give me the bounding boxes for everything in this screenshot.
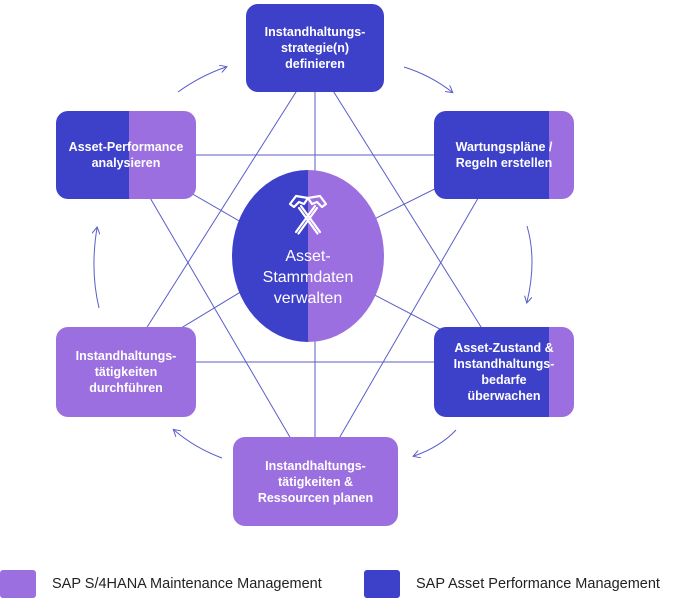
cycle-arrows	[94, 67, 533, 459]
legend-label-maintenance: SAP S/4HANA Maintenance Management	[52, 576, 322, 592]
maintenance-cycle-diagram: Instandhaltungs- strategie(n) definieren…	[56, 4, 574, 526]
legend-swatch-blue	[364, 570, 400, 598]
node-execution: Instandhaltungs- tätigkeiten durchführen	[56, 327, 196, 417]
crossed-hammers-icon	[288, 194, 328, 235]
node-performance-label: Asset-Performance analysieren	[68, 140, 184, 170]
node-strategy: Instandhaltungs- strategie(n) definieren	[246, 4, 384, 92]
node-strategy-label: Instandhaltungs- strategie(n) definieren	[264, 25, 366, 71]
node-planning: Instandhaltungs- tätigkeiten & Ressource…	[233, 437, 398, 526]
center-asset-master-data: Asset- Stammdaten verwalten	[232, 170, 384, 342]
center-label: Asset- Stammdaten verwalten	[262, 248, 354, 307]
legend-swatch-purple	[0, 570, 36, 598]
legend-item-asset-performance: SAP Asset Performance Management	[364, 570, 660, 598]
node-performance: Asset-Performance analysieren	[56, 111, 196, 199]
legend-item-maintenance: SAP S/4HANA Maintenance Management	[0, 570, 322, 598]
node-asset-condition-label: Asset-Zustand & Instandhaltungs- bedarfe…	[453, 341, 555, 403]
node-maintenance-plans-label: Wartungspläne / Regeln erstellen	[455, 140, 553, 170]
node-asset-condition: Asset-Zustand & Instandhaltungs- bedarfe…	[434, 327, 574, 417]
node-execution-label: Instandhaltungs- tätigkeiten durchführen	[75, 349, 177, 395]
node-maintenance-plans: Wartungspläne / Regeln erstellen	[434, 111, 574, 199]
legend-label-asset-performance: SAP Asset Performance Management	[416, 576, 660, 592]
node-planning-label: Instandhaltungs- tätigkeiten & Ressource…	[257, 458, 374, 505]
